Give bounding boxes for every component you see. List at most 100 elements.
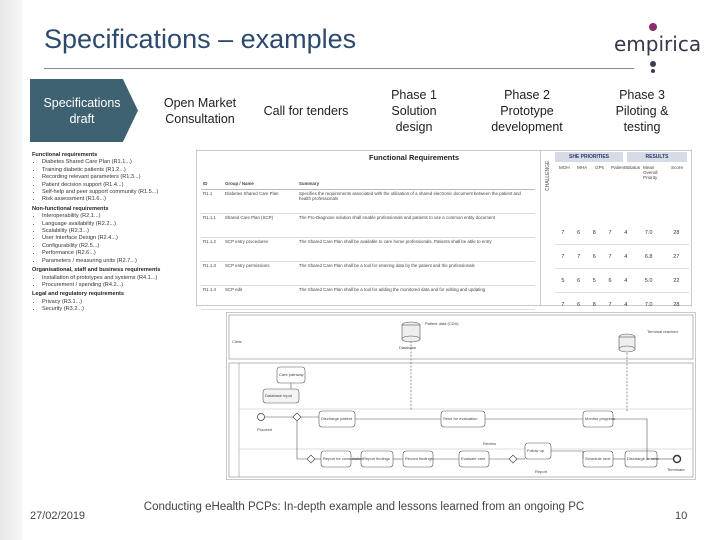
end-event-icon xyxy=(672,454,682,464)
req-cell: Diabetes Shared Care Plan xyxy=(223,189,297,214)
table-row: 7 7 6 7 4 6.8 27 xyxy=(555,244,689,269)
phase-specifications-draft: Specifications draft xyxy=(30,79,138,142)
score-cell: 7 xyxy=(570,244,587,269)
doc-item: Privacy (R3.1...) xyxy=(42,299,214,306)
functional-requirements-table: Functional Requirements ID Group / Name … xyxy=(196,150,542,310)
scores-col-header: MOH xyxy=(559,165,570,170)
doc-item: Procurement / spending (R4.2...) xyxy=(42,282,214,289)
footer-date: 27/02/2019 xyxy=(30,510,86,522)
req-cell: The Shared Care Plan shall be a tool for… xyxy=(297,261,535,286)
page-number: 10 xyxy=(675,510,688,522)
phase-label: Open Market Consultation xyxy=(163,95,237,126)
table-row: 7 6 8 7 4 7.0 28 xyxy=(555,221,689,245)
scores-col-header: Status xyxy=(627,165,641,170)
table-row: R1.1.4 SCP edit The Shared Care Plan sha… xyxy=(201,285,535,310)
logo-dot-icon xyxy=(650,61,656,67)
bpmn-label: Record findings xyxy=(405,456,433,461)
logo-text: empirica xyxy=(614,32,702,56)
bpmn-label: Report findings xyxy=(363,456,390,461)
bpmn-label: Send for evaluation xyxy=(443,416,477,421)
scores-grid: 7 6 8 7 4 7.0 28 7 7 6 7 4 6.8 27 5 6 5 xyxy=(555,221,689,317)
database-icon xyxy=(618,333,636,353)
sequence-flows xyxy=(265,341,673,460)
score-cell: 5 xyxy=(555,268,571,293)
req-cell: R1.1.2 xyxy=(201,237,223,262)
pool-top xyxy=(228,314,694,360)
doc-item: Interoperability (R2.1...) xyxy=(42,213,214,220)
bpmn-label: Discharge patient xyxy=(321,416,353,421)
scores-col-header: GPs xyxy=(595,165,604,170)
bpmn-label: Database xyxy=(399,345,417,350)
score-cell: 4 xyxy=(617,244,634,269)
left-margin-strip xyxy=(0,0,22,540)
req-cell: R1.1.1 xyxy=(201,213,223,238)
bpmn-label: Database input xyxy=(265,393,293,398)
scores-col-header: Score xyxy=(671,165,684,170)
scores-col-header: MHA xyxy=(577,165,588,170)
title-rule xyxy=(44,68,634,69)
score-cell: 7 xyxy=(555,244,571,269)
bpmn-label: Proceed xyxy=(257,427,272,432)
table-row: R1.1.2 SCP entry procedures The Shared C… xyxy=(201,237,535,262)
task-box xyxy=(262,388,300,404)
score-cell: 5.0 xyxy=(633,268,664,293)
score-cell: 7 xyxy=(602,221,618,245)
req-col-header: Group / Name xyxy=(223,177,297,190)
bpmn-label: Patient data (CDA) xyxy=(425,321,459,326)
footer-text: Conducting eHealth PCPs: In-depth exampl… xyxy=(143,501,585,513)
score-cell: 6 xyxy=(586,244,603,269)
req-cell: SCP entry permissions xyxy=(223,261,297,286)
doc-heading: Non-functional requirements xyxy=(32,205,109,212)
bpmn-label: Terminate xyxy=(667,467,685,472)
bpmn-label: Terminal reached xyxy=(647,329,678,334)
score-cell: 6.8 xyxy=(633,244,664,269)
slide-title: Specifications – examples xyxy=(44,24,357,54)
start-event-icon xyxy=(257,413,265,421)
scores-side-label: CHALLENGE xyxy=(545,160,551,191)
bpmn-process-diagram: Database Patient data (CDA) Clinic Care … xyxy=(226,312,696,480)
doc-item: Parameters / measuring units (R2.7...) xyxy=(42,258,214,265)
bpmn-label: Review xyxy=(483,441,496,446)
req-cell: Specifies the requirements associated wi… xyxy=(297,189,535,214)
score-cell: 6 xyxy=(570,221,587,245)
doc-item: User Interface Design (R2.4...) xyxy=(42,235,214,242)
score-cell: 7.0 xyxy=(633,221,664,245)
doc-heading: Functional requirements xyxy=(32,152,98,158)
score-cell: 8 xyxy=(586,221,603,245)
phase-label: Phase 2 Prototype development xyxy=(491,87,563,134)
phase-2-prototype-development: Phase 2 Prototype development xyxy=(464,79,590,142)
doc-heading: Legal and regulatory requirements xyxy=(32,291,125,298)
bpmn-label: Report xyxy=(535,469,548,474)
table-row: R1.1.1 Shared Care Plan (SCP) The Pro-Di… xyxy=(201,213,535,238)
req-col-header: ID xyxy=(201,177,223,190)
doc-item: Language availability (R2.2...) xyxy=(42,221,214,228)
gateway-icon xyxy=(292,412,302,422)
score-cell: 4 xyxy=(617,268,634,293)
doc-item: Patient decision support (R1.4...) xyxy=(42,182,214,189)
req-cell: The Pro-Diagnose solution shall enable p… xyxy=(297,213,535,238)
scores-col-header: Patients xyxy=(611,165,628,170)
bpmn-label: Evaluate care xyxy=(461,456,486,461)
score-cell: 27 xyxy=(663,244,689,269)
priorities-header: SHE PRIORITIES xyxy=(555,152,623,162)
table-row: 5 6 5 6 4 5.0 22 xyxy=(555,268,689,293)
table-row: R1.1.3 SCP entry permissions The Shared … xyxy=(201,261,535,286)
doc-item: Diabetes Shared Care Plan (R1.1...) xyxy=(42,159,214,166)
table-row: R1.1 Diabetes Shared Care Plan Specifies… xyxy=(201,189,535,214)
score-cell: 28 xyxy=(663,221,689,245)
req-cell: R1.1 xyxy=(201,189,223,214)
doc-item: Training diabetic patients (R1.2...) xyxy=(42,167,214,174)
score-cell: 5 xyxy=(586,268,603,293)
priorities-results-table: CHALLENGE SHE PRIORITIES RESULTS MOH MHA… xyxy=(540,150,692,317)
req-cell: The Shared Care Plan shall be available … xyxy=(297,237,535,262)
bpmn-labels: Database Patient data (CDA) Clinic Care … xyxy=(232,321,685,474)
doc-item: Installation of prototypes and systems (… xyxy=(42,275,214,282)
phase-label: Phase 1 Solution design xyxy=(391,87,437,134)
bpmn-label: Follow up xyxy=(527,448,545,453)
bpmn-label: Care pathway xyxy=(279,372,304,377)
req-cell: Shared Care Plan (SCP) xyxy=(223,213,297,238)
phase-open-market-consultation: Open Market Consultation xyxy=(140,79,260,142)
scores-col-header: Mean Overall Priority xyxy=(643,165,658,180)
phase-call-for-tenders: Call for tenders xyxy=(244,79,368,142)
score-cell: 4 xyxy=(617,221,634,245)
